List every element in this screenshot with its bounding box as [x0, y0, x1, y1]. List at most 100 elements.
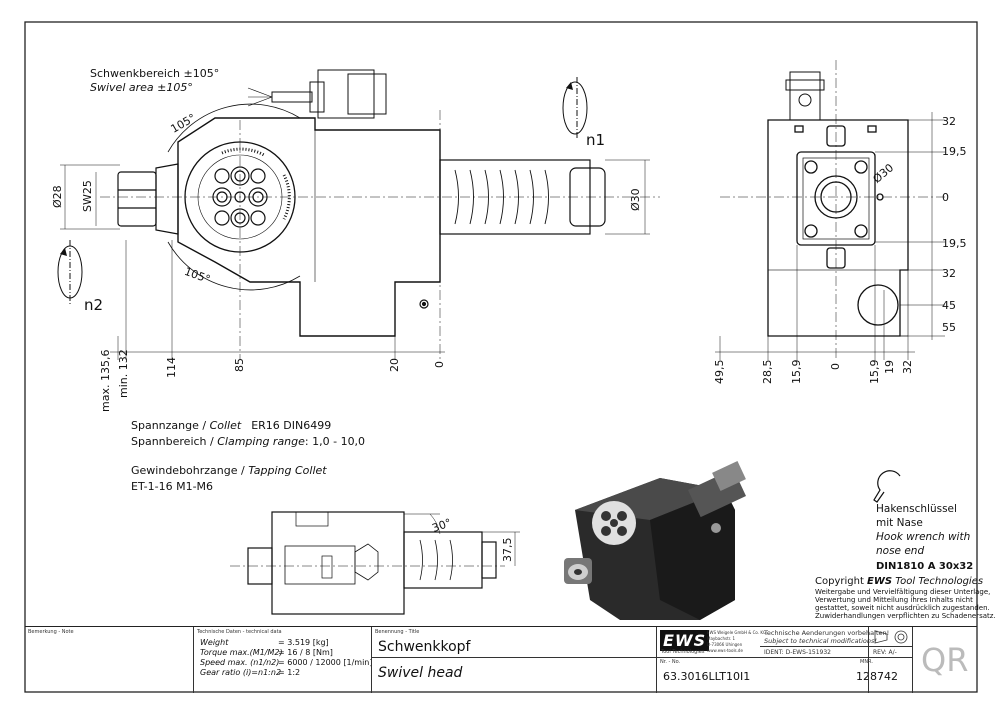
drawing-frame [24, 21, 978, 693]
dim-37-5: 37,5 [501, 537, 514, 563]
clamping-en: Clamping range [217, 435, 305, 448]
speed-label: Speed max. (n1/n2) [200, 658, 280, 667]
weight-label: Weight [200, 638, 229, 647]
copyright-l3: gestattet, soweit nicht ausdrücklich zug… [815, 604, 990, 612]
dim-sw25: SW25 [81, 180, 94, 212]
torque-val: = 16 / 8 [Nm] [278, 648, 333, 657]
wrench-l2: mit Nase [876, 517, 923, 529]
rev-cell: REV: A/- [868, 627, 913, 693]
copyright-title: Copyright EWS Tool Technologies [815, 577, 983, 587]
dim-114: 114 [165, 357, 178, 378]
mnr-value: 128742 [856, 670, 898, 683]
name-de: Schwenkkopf [378, 639, 471, 655]
changes-de: Technische Aenderungen vorbehalten! [764, 629, 890, 637]
ident: IDENT: D-EWS-151932 [764, 649, 831, 656]
collet-en: Collet [209, 419, 242, 432]
hook-wrench-icon [873, 470, 901, 503]
ident-divider [760, 646, 912, 647]
dim-85: 85 [233, 358, 246, 372]
tech-label: Technische Daten - technical data [197, 629, 282, 635]
dim-20: 20 [388, 358, 401, 372]
speed-n2-label: n2 [84, 296, 104, 314]
logo-cell: EWS Tool Technologies EWS Weigele GmbH &… [656, 627, 766, 693]
dim-side-b-2: 15,9 [790, 359, 803, 385]
collet-line-4: ET-1-16 M1-M6 [131, 480, 214, 493]
dim-side-b-0: 49,5 [713, 359, 726, 385]
dim-side-r-5: 45 [942, 299, 956, 312]
company-web: www.ews-tools.de [707, 648, 743, 653]
copyright-a: Copyright [815, 576, 868, 587]
title-divider [372, 657, 657, 658]
company-addr1: Maybachstr. 1 [707, 636, 736, 641]
nr-label: Nr. - No. [660, 659, 681, 665]
copyright-l1: Weitergabe und Vervielfältigung dieser U… [815, 588, 991, 596]
rev: REV: A/- [873, 649, 897, 656]
company-name: EWS Weigele GmbH & Co. KG [707, 630, 767, 635]
wrench-l5: DIN1810 A 30x32 [876, 561, 974, 572]
remark-label: Bemerkung - Note [28, 629, 74, 635]
dim-side-b-4: 15,9 [868, 359, 881, 385]
dim-side-r-1: 19,5 [942, 145, 967, 158]
clamping-val: : 1,0 - 10,0 [304, 435, 366, 448]
ews-logo: EWS [660, 630, 710, 651]
collet-line-3: Gewindebohrzange / Tapping Collet [131, 465, 327, 476]
name-label: Benennung - Title [375, 629, 420, 635]
tapping-en: Tapping Collet [248, 464, 327, 477]
company-addr2: D-73066 Uhingen [707, 642, 743, 647]
collet-de: Spannzange / [131, 419, 210, 432]
remark-cell: Bemerkung - Note [25, 627, 193, 693]
wrench-l1: Hakenschlüssel [876, 503, 957, 515]
tech-data-cell: Technische Daten - technical data Weight… [193, 627, 373, 693]
dim-d28: Ø28 [51, 185, 64, 208]
dim-side-r-4: 32 [942, 267, 956, 280]
speed-val: = 6000 / 12000 [1/min] [278, 658, 373, 667]
ratio-val: = 1:2 [278, 668, 301, 677]
dim-side-b-1: 28,5 [761, 359, 774, 385]
dim-max: max. 135,6 [99, 349, 112, 412]
mnr-divider [760, 657, 912, 658]
wrench-l3: Hook wrench with [876, 531, 971, 543]
mnr-label: MNR. [860, 659, 873, 665]
dim-side-r-3: 19,5 [942, 237, 967, 250]
changes-cell: Technische Aenderungen vorbehalten! Subj… [760, 627, 912, 693]
copyright-l4: Zuwiderhandlungen verpflichten zu Schade… [815, 612, 996, 620]
qr-cell: QR [912, 627, 978, 693]
title-cell: Benennung - Title Schwenkkopf Swivel hea… [371, 627, 657, 693]
qr-placeholder: QR [921, 641, 969, 679]
nr-divider [657, 657, 761, 658]
dim-side-r-2: 0 [942, 191, 949, 204]
dim-side-b-6: 32 [901, 360, 914, 374]
torque-label: Torque max.(M1/M2) [200, 648, 283, 657]
top-view [247, 511, 497, 615]
dim-side-b-5: 19 [883, 360, 896, 374]
dim-min: min. 132 [117, 349, 130, 398]
collet-line-2: Spannbereich / Clamping range: 1,0 - 10,… [131, 436, 365, 447]
copyright-l2: Verwertung und Mitteilung ihres Inhalts … [815, 596, 973, 604]
wrench-l4: nose end [876, 545, 925, 557]
title-block: Bemerkung - Note Technische Daten - tech… [25, 626, 977, 693]
changes-en: Subject to technical modifications! [764, 637, 877, 645]
dim-side-r-6: 55 [942, 321, 956, 334]
swivel-area-de: Schwenkbereich ±105° [90, 67, 220, 80]
tapping-de: Gewindebohrzange / [131, 464, 249, 477]
side-view [767, 71, 909, 337]
logo-sub: Tool Technologies [661, 649, 705, 655]
name-en: Swivel head [378, 665, 463, 681]
copyright-brand: EWS [867, 576, 893, 587]
collet-val: ER16 DIN6499 [251, 419, 332, 432]
ratio-label: Gear ratio (i)=n1:n2 [200, 668, 282, 677]
weight-val: = 3.519 [kg] [278, 638, 329, 647]
front-view [117, 69, 606, 337]
clamping-de: Spannbereich / [131, 435, 218, 448]
dim-side-b-3: 0 [829, 363, 842, 370]
speed-n1-label: n1 [586, 131, 606, 149]
dim-d30-shank: Ø30 [629, 188, 642, 211]
dim-side-r-0: 32 [942, 115, 956, 128]
copyright-c: Tool Technologies [892, 576, 984, 587]
collet-line-1: Spannzange / Collet ER16 DIN6499 [131, 420, 331, 431]
iso-render [564, 461, 746, 620]
projection-symbol-icon [874, 630, 908, 644]
swivel-area-en: Swivel area ±105° [90, 81, 193, 94]
nr-value: 63.3016LLT10I1 [663, 670, 751, 683]
